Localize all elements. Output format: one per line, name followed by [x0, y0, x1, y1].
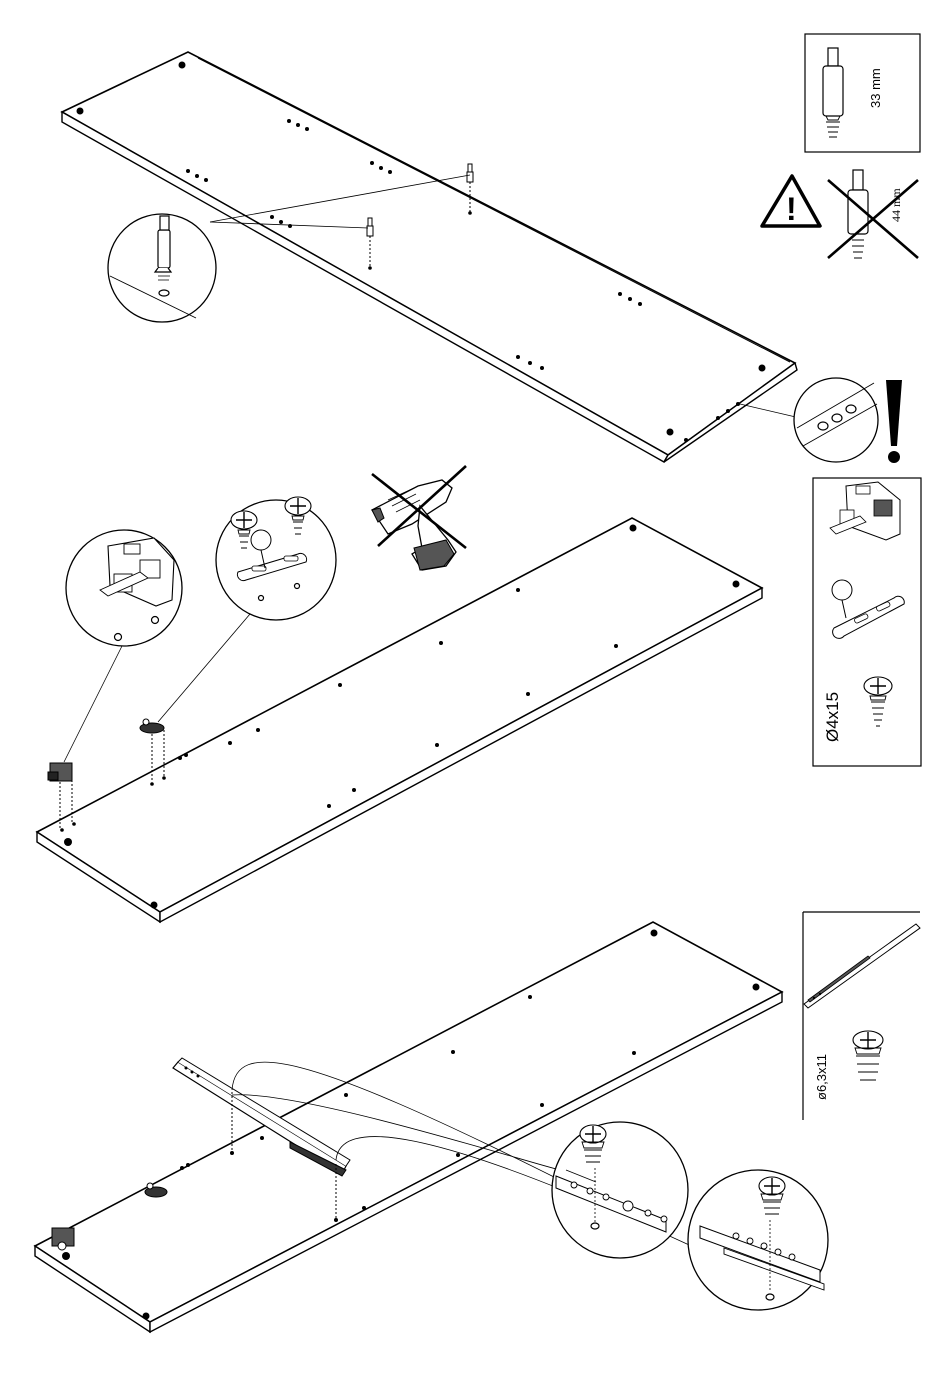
- crossed-out-drill-icon: [372, 466, 466, 570]
- cam-pin-33mm-box: 33 mm: [805, 34, 920, 152]
- part-length-label: 33 mm: [868, 68, 883, 108]
- edge-holes-zoom: [794, 378, 878, 462]
- runner-hardware-box: ø6,3x11: [803, 912, 920, 1120]
- runner-screw-zoom-1: [552, 1122, 688, 1258]
- wrong-cam-pin-44mm: 44 mm: [828, 170, 918, 258]
- warning-triangle-icon: !: [762, 176, 820, 227]
- screw-size-label: Ø4x15: [823, 692, 842, 742]
- exclamation-icon: [886, 380, 902, 463]
- runner-screw-size-label: ø6,3x11: [814, 1054, 829, 1100]
- cam-pin-zoom: [108, 214, 216, 322]
- step2-panel: Ø4x15: [37, 466, 921, 922]
- step3-panel: ø6,3x11: [35, 912, 920, 1332]
- svg-text:!: !: [786, 191, 797, 227]
- hinge-zoom: [66, 530, 182, 646]
- runner-screw-zoom-2: [688, 1170, 828, 1310]
- hinge-plate-zoom: [216, 497, 336, 620]
- step1-panel: 33 mm ! 44 mm: [62, 34, 920, 463]
- hinge-hardware-box: Ø4x15: [813, 478, 921, 766]
